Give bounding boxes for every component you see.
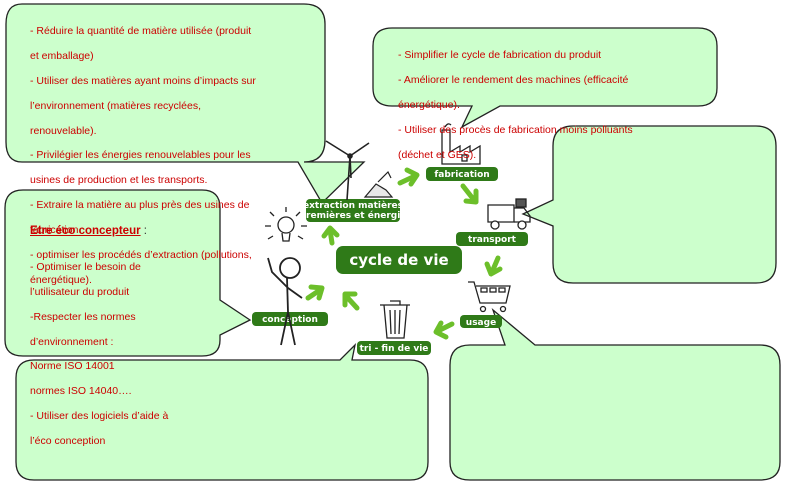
callout-conception-line: Norme ISO 14001 <box>30 360 115 373</box>
svg-text:transport: transport <box>468 235 517 245</box>
svg-text:usage: usage <box>466 318 496 328</box>
callout-conception-line: l’éco conception <box>30 434 106 447</box>
callout-extraction-line: - Réduire la quantité de matière utilisé… <box>30 25 252 38</box>
callout-extraction-line: - Utiliser des matières ayant moins d’im… <box>30 75 256 88</box>
callout-conception-line: d’environnement : <box>30 335 114 348</box>
trash-bin-icon <box>380 300 410 339</box>
callout-extraction-line: l’environnement (matières recyclées, <box>30 99 201 112</box>
arrow-transport-to-usage-icon <box>484 255 503 277</box>
callout-fabrication-bubble <box>372 27 718 129</box>
callout-conception-text: Etre éco concepteur : - Optimiser le bes… <box>30 213 218 460</box>
callout-extraction-line: - Extraire la matière au plus près des u… <box>30 199 250 212</box>
callout-conception-line: -Respecter les normes <box>30 310 136 323</box>
stage-fabrication: fabrication <box>426 167 498 181</box>
center-cycle-label: cycle de vie <box>336 246 462 274</box>
arrow-fabrication-to-transport-icon <box>460 183 479 205</box>
callout-fabrication-line: énergétique). <box>398 99 460 112</box>
svg-text:tri - fin de vie: tri - fin de vie <box>360 344 429 354</box>
eco-concepteur-title-suffix: : <box>140 225 147 238</box>
svg-text:extraction matières: extraction matières <box>303 200 403 211</box>
arrow-usage-to-tri-icon <box>433 320 455 340</box>
callout-extraction-line: renouvelable). <box>30 124 97 137</box>
svg-text:cycle de vie: cycle de vie <box>349 251 448 269</box>
callout-extraction-text: - Réduire la quantité de matière utilisé… <box>30 13 322 298</box>
callout-conception-line: - Utiliser des logiciels d’aide à <box>30 410 169 423</box>
stage-extraction: extraction matières premières et énergie <box>300 199 407 222</box>
callout-extraction-bubble <box>5 3 366 205</box>
callout-extraction-line: usines de production et les transports. <box>30 174 208 187</box>
callout-extraction-line: énergétique). <box>30 273 92 286</box>
callout-extraction-line: fabrication. <box>30 223 82 236</box>
eco-concepteur-title: Etre éco concepteur <box>30 225 141 238</box>
callout-fabrication-line: - Simplifier le cycle de fabrication du … <box>398 49 602 62</box>
svg-text:premières et énergie: premières et énergie <box>300 210 407 221</box>
callout-conception-line: - Optimiser le besoin de <box>30 261 141 274</box>
callout-transport-bubble <box>521 125 777 284</box>
ore-pile-icon <box>363 170 394 198</box>
callout-extraction-line: et emballage) <box>30 50 94 63</box>
shopping-cart-icon <box>468 281 511 313</box>
arrow-to-extraction-icon <box>321 225 340 246</box>
stage-tri-fin-de-vie: tri - fin de vie <box>357 341 431 355</box>
callout-conception-line: l’utilisateur du produit <box>30 286 130 299</box>
wind-turbine-icon <box>325 140 370 201</box>
factory-icon <box>441 123 481 165</box>
svg-text:fabrication: fabrication <box>434 170 489 180</box>
arrow-extraction-to-fabrication-icon <box>397 167 420 187</box>
callout-tri-bubble <box>15 343 429 481</box>
thinking-person-icon <box>267 257 303 346</box>
callout-fabrication-line: - Améliorer le rendement des machines (e… <box>398 74 629 87</box>
arrow-conception-to-extraction-icon <box>305 284 325 301</box>
lightbulb-icon <box>265 207 307 242</box>
arrow-tri-to-conception-icon <box>342 291 360 311</box>
callout-fabrication-line: - Utiliser des procès de fabrication moi… <box>398 123 633 136</box>
callout-extraction-line: - Privilégier les énergies renouvelables… <box>30 149 251 162</box>
stage-usage: usage <box>460 315 502 328</box>
callout-conception-title-line: Etre éco concepteur : <box>30 225 218 237</box>
callout-conception-line: normes ISO 14040…. <box>30 385 132 398</box>
callout-conception-bubble <box>4 189 252 357</box>
callout-fabrication-text: - Simplifier le cycle de fabrication du … <box>398 37 714 173</box>
callout-usage-bubble <box>449 308 781 481</box>
stage-transport: transport <box>456 232 528 246</box>
callout-fabrication-line: (déchet et GES). <box>398 148 477 161</box>
callout-extraction-line: - optimiser les procédés d’extraction (p… <box>30 248 252 261</box>
truck-icon <box>487 198 531 230</box>
